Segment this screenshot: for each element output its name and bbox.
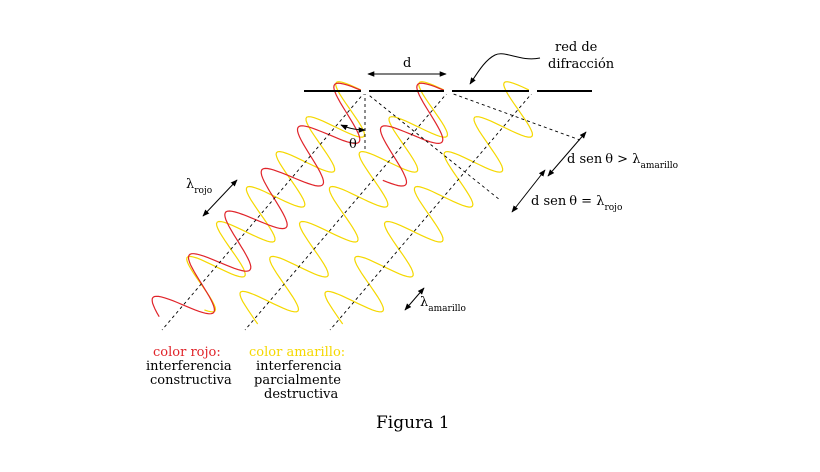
yellow-note-line1: interferencia bbox=[256, 359, 342, 374]
yellow-note-line2: parcialmente bbox=[254, 373, 341, 388]
red-wave-2 bbox=[379, 82, 449, 187]
yellow-wave-group bbox=[186, 81, 534, 325]
grating-slits bbox=[361, 88, 537, 94]
yellow-wave-2 bbox=[239, 81, 449, 325]
red-note-title: color rojo: bbox=[153, 345, 221, 360]
yellow-note-line3: destructiva bbox=[264, 387, 339, 402]
ray-axis-2 bbox=[244, 91, 449, 331]
red-wave-group bbox=[151, 82, 449, 318]
wavefront-ref-1 bbox=[364, 91, 501, 201]
lambda-red-label: λrojo bbox=[186, 177, 212, 196]
angle-label: θ bbox=[349, 137, 357, 152]
grating-label-line2: difracción bbox=[548, 57, 615, 72]
yellow-note-title: color amarillo: bbox=[249, 345, 345, 360]
slit-3 bbox=[529, 88, 537, 94]
red-note-line2: constructiva bbox=[150, 373, 232, 388]
lambda-red-arrow bbox=[202, 179, 238, 217]
slit-1 bbox=[361, 88, 369, 94]
lambda-yellow-arrow bbox=[404, 287, 425, 311]
path-diff-yellow-arrow bbox=[547, 131, 587, 177]
angle-arc bbox=[340, 124, 366, 133]
ray-axis-3 bbox=[329, 91, 534, 331]
grating-pointer bbox=[469, 53, 541, 85]
path-diff-red-arrow bbox=[511, 169, 546, 213]
lambda-yellow-label: λamarillo bbox=[420, 295, 466, 314]
red-wave-1 bbox=[151, 82, 366, 318]
figure-caption: Figura 1 bbox=[376, 413, 450, 433]
slit-2 bbox=[444, 88, 452, 94]
grating-label-line1: red de bbox=[555, 40, 598, 55]
ray-axes bbox=[161, 91, 581, 331]
yellow-wave-1 bbox=[186, 81, 366, 313]
yellow-wave-3 bbox=[324, 81, 534, 325]
spacing-label: d bbox=[403, 56, 411, 71]
ray-axis-1 bbox=[161, 91, 366, 331]
wavefront-ref-2 bbox=[447, 91, 581, 141]
red-note-line1: interferencia bbox=[146, 359, 232, 374]
